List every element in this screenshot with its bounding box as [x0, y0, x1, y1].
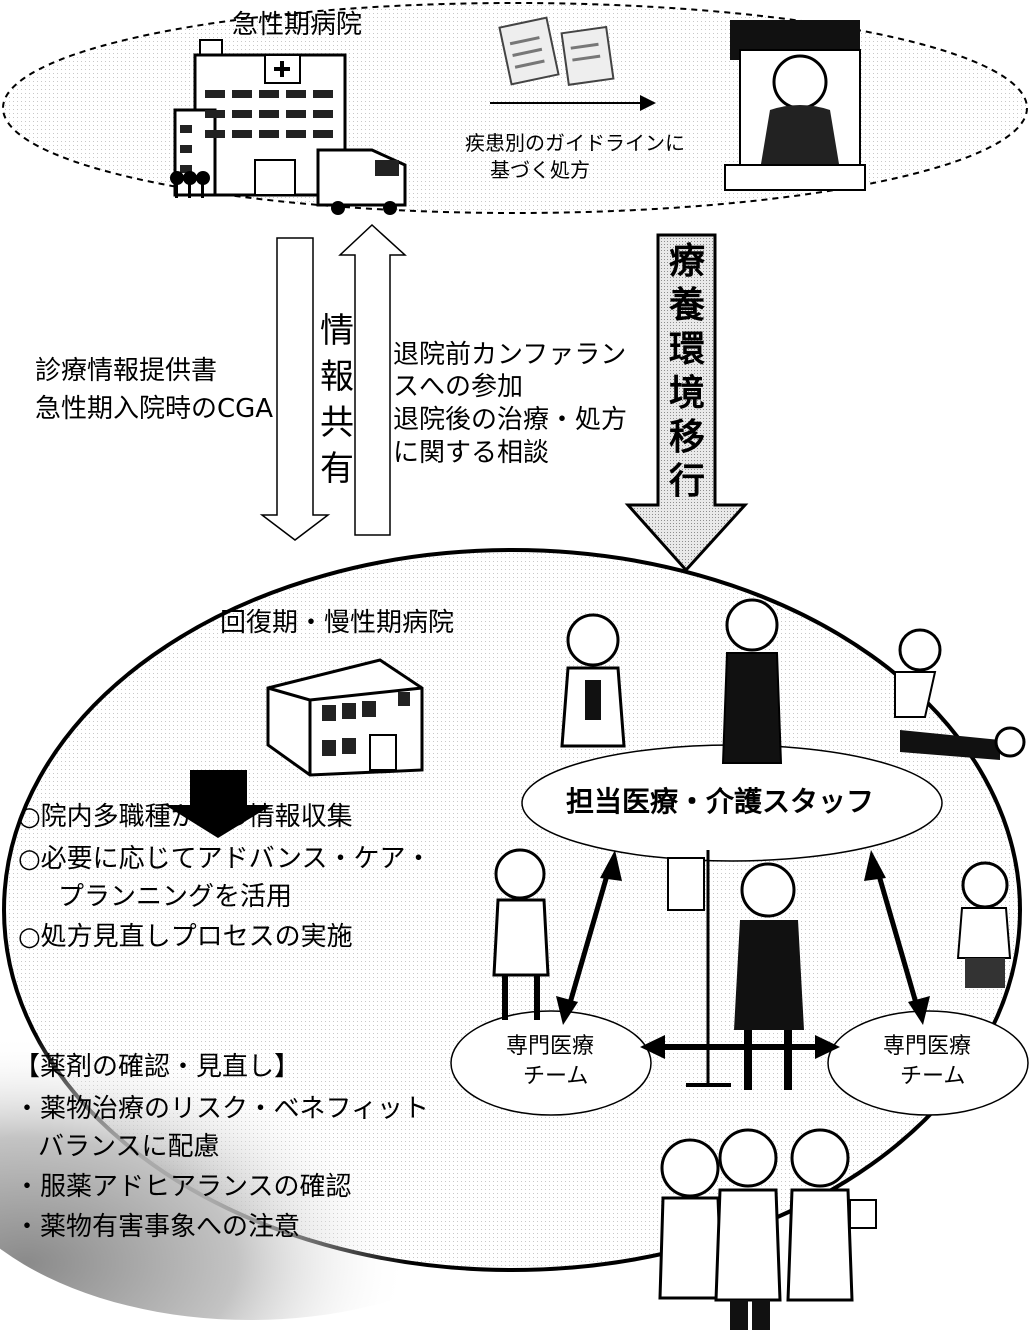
- recovery-bullet-2: ○必要に応じてアドバンス・ケア・: [18, 844, 432, 874]
- care-scene-icon: [894, 628, 1026, 760]
- specialist-team-figures-icon: [658, 1128, 877, 1330]
- review-item-1: ・薬物治療のリスク・ベネフィット: [14, 1094, 429, 1124]
- conference-line2: スへの参加: [393, 372, 524, 402]
- tree-icon: [170, 171, 210, 198]
- conference-line4: に関する相談: [393, 438, 550, 468]
- conference-line3: 退院後の治療・処方: [393, 405, 628, 435]
- team-team-link: [640, 1035, 840, 1059]
- transition-char: 療: [668, 241, 705, 282]
- team-left-line1: 専門医療: [506, 1034, 595, 1059]
- shaded-region: [0, 940, 570, 1320]
- staff-label: 担当医療・介護スタッフ: [566, 785, 875, 818]
- info-up-arrow: [338, 223, 407, 536]
- conference-line1: 退院前カンファラン: [393, 340, 627, 370]
- transition-char: 行: [668, 461, 705, 502]
- review-item-3: ・薬物有害事象への注意: [14, 1212, 301, 1242]
- staff-team-link-left: [556, 850, 622, 1025]
- info-share-char: 情: [320, 311, 354, 351]
- review-item-1-cont: バランスに配慮: [38, 1132, 220, 1162]
- transition-char: 境: [668, 373, 705, 414]
- team-right-line1: 専門医療: [883, 1034, 972, 1059]
- rx-caption-line1: 疾患別のガイドラインに: [465, 131, 685, 155]
- info-share-label: 情 報 共 有: [314, 308, 360, 492]
- transition-char: 養: [668, 285, 705, 326]
- review-item-2: ・服薬アドヒアランスの確認: [14, 1172, 352, 1202]
- info-provision-line1: 診療情報提供書: [35, 356, 218, 386]
- recovery-bullet-2-cont: プランニングを活用: [58, 882, 293, 912]
- doctor-figure-icon: [560, 613, 626, 748]
- ambulance-icon: [316, 148, 407, 215]
- medicine-packet-icon: [498, 16, 615, 86]
- transition-char: 環: [668, 329, 705, 370]
- team-right-line2: チーム: [900, 1064, 966, 1089]
- recovery-building-icon: [266, 658, 424, 777]
- nurse-figure-icon: [492, 848, 550, 1020]
- team-oval-left: [450, 1010, 652, 1116]
- woman-phone-figure-icon: [956, 861, 1012, 988]
- team-left-line2: チーム: [523, 1064, 589, 1089]
- acute-hospital-title: 急性期病院: [232, 10, 363, 40]
- rx-caption-line2: 基づく処方: [490, 158, 590, 182]
- info-provision-line2: 急性期入院時のCGA: [35, 394, 274, 424]
- process-down-arrow: [165, 770, 272, 838]
- review-title: 【薬剤の確認・見直し】: [14, 1052, 301, 1082]
- recovery-bullet-3: ○処方見直しプロセスの実施: [18, 922, 353, 952]
- recovery-hospital-title: 回復期・慢性期病院: [220, 608, 455, 638]
- info-share-char: 報: [320, 357, 354, 397]
- info-down-arrow: [259, 237, 331, 541]
- iv-patient-figure-icon: [667, 850, 804, 1090]
- transition-label: 療 養 環 境 移 行: [664, 240, 710, 504]
- team-oval-right: [827, 1010, 1029, 1116]
- recovery-bullet-1: ○院内多職種からの情報収集: [18, 802, 353, 832]
- transition-char: 移: [668, 417, 705, 458]
- info-share-char: 有: [320, 449, 354, 489]
- transition-arrow: [624, 233, 749, 573]
- caregiver-figure-icon: [721, 598, 783, 764]
- info-share-char: 共: [320, 403, 354, 443]
- patient-in-bed-icon: [724, 20, 866, 191]
- staff-team-link-right: [864, 850, 930, 1025]
